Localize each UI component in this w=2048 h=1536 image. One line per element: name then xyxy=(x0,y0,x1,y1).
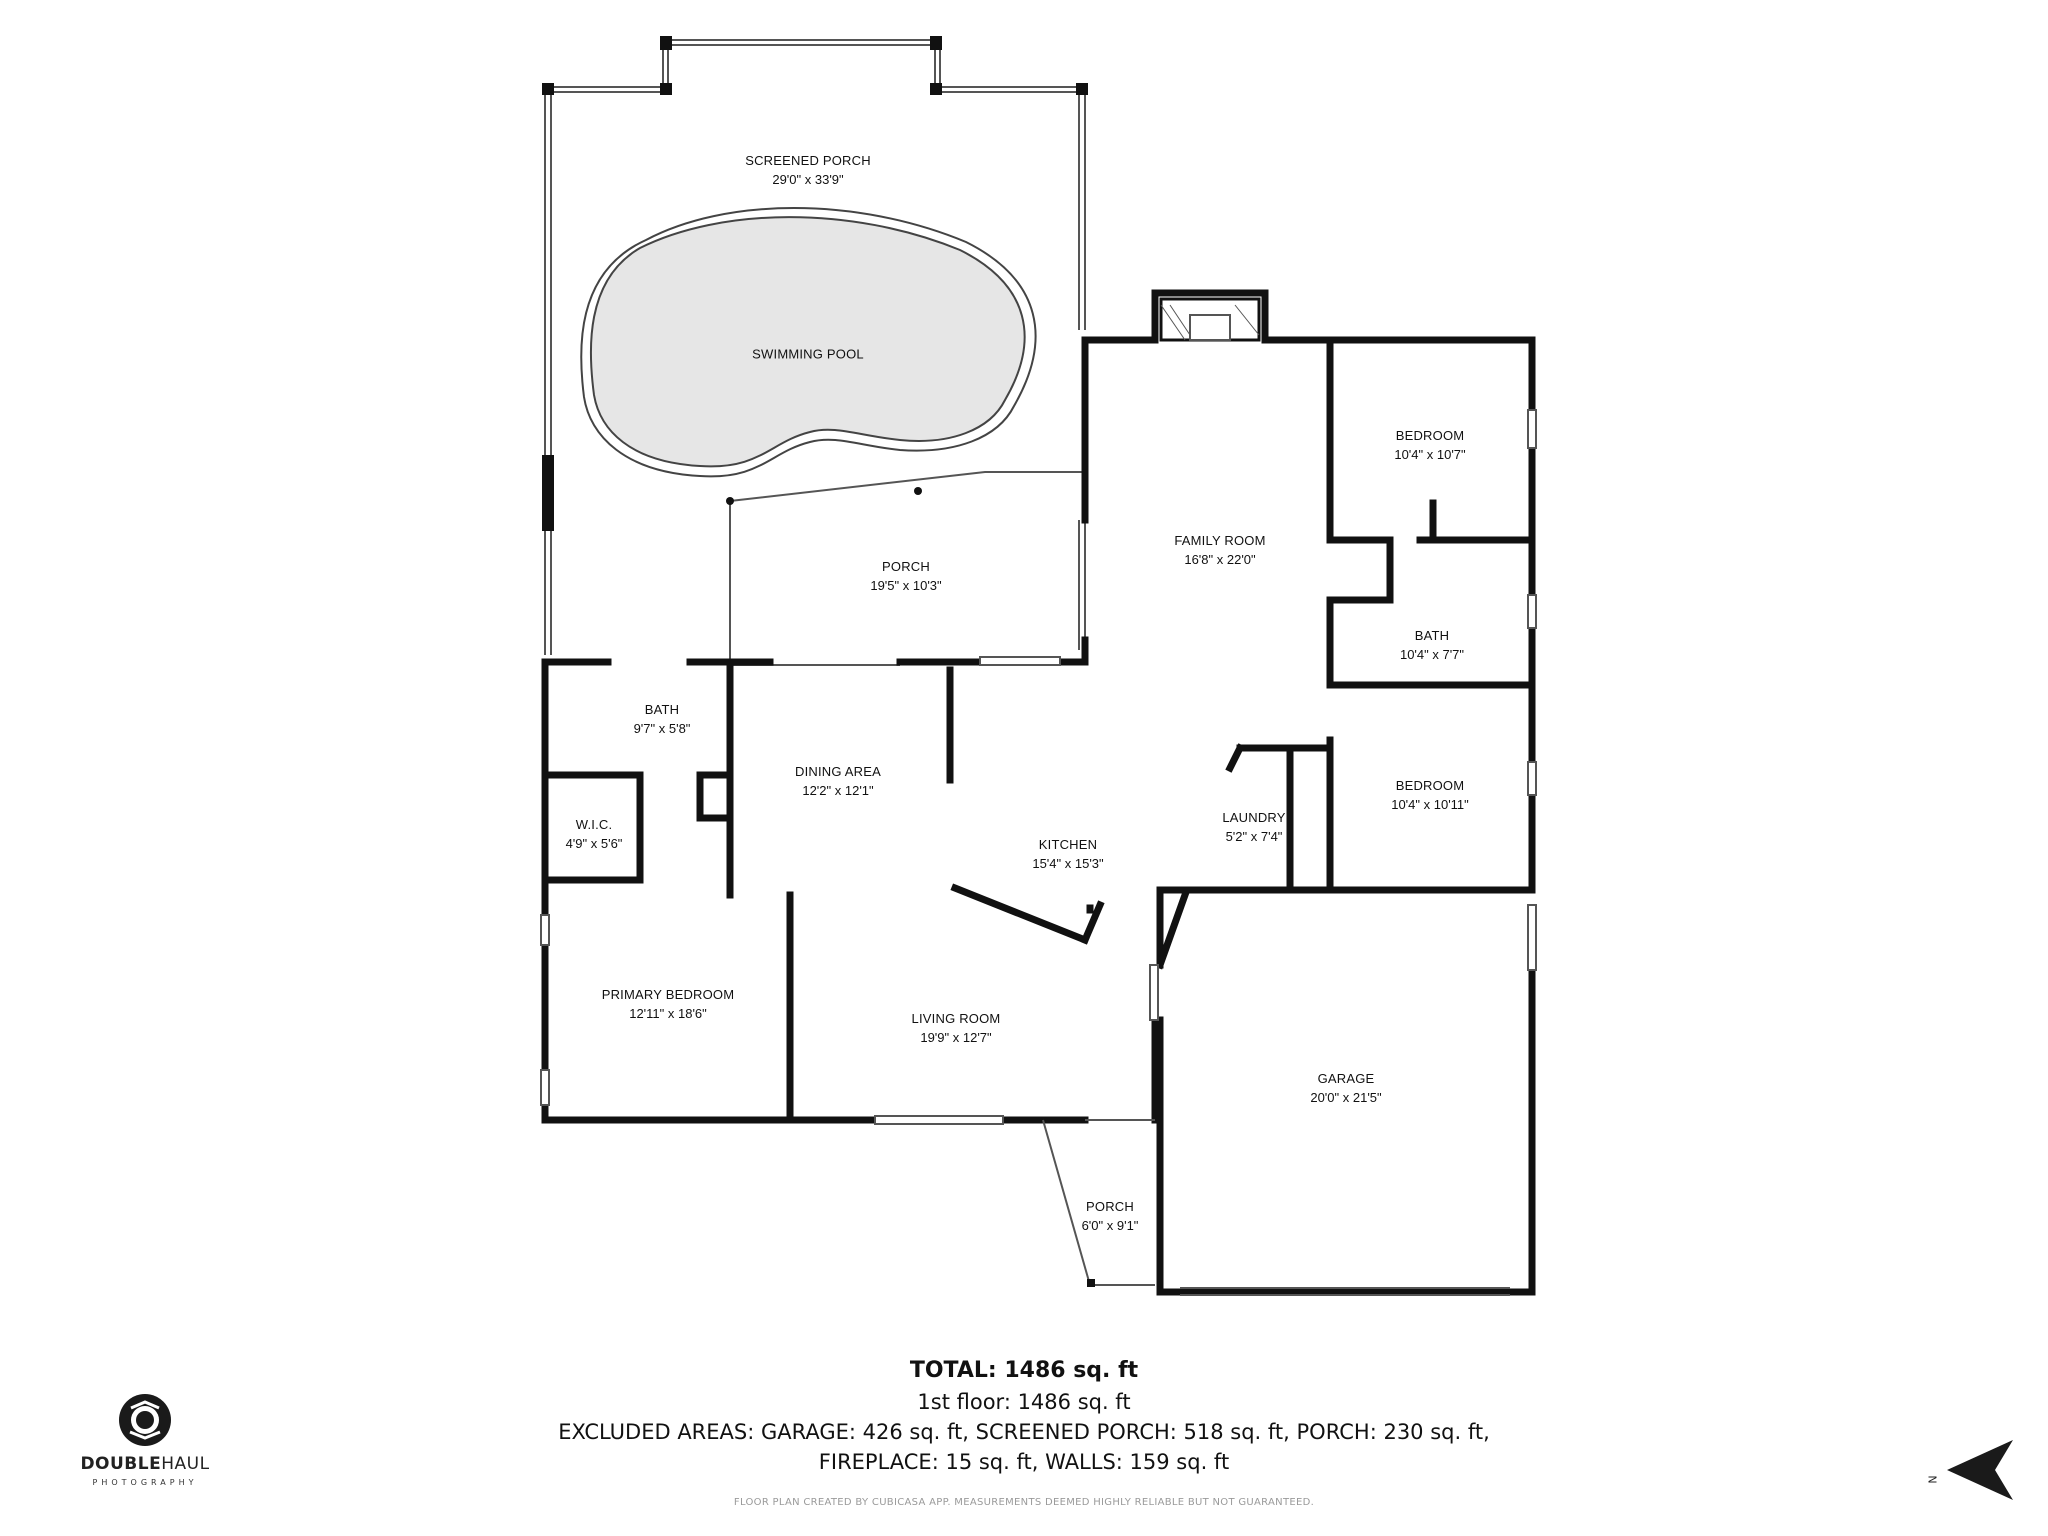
excluded-areas-line-2: FIREPLACE: 15 sq. ft, WALLS: 159 sq. ft xyxy=(818,1450,1230,1474)
room-name: W.I.C. xyxy=(575,817,613,832)
room-family-room: FAMILY ROOM 16'8" x 22'0" xyxy=(1174,531,1265,569)
fireplace xyxy=(1159,297,1261,342)
windows xyxy=(540,409,1537,1125)
room-bath-2: BATH 10'4" x 7'7" xyxy=(1400,626,1464,664)
porch-post xyxy=(1087,1279,1095,1287)
north-arrow-icon xyxy=(1947,1440,2013,1500)
room-name: PORCH xyxy=(1086,1199,1134,1214)
room-dimensions: 19'5" x 10'3" xyxy=(870,578,942,593)
room-bath-1: BATH 9'7" x 5'8" xyxy=(634,700,691,738)
room-dimensions: 29'0" x 33'9" xyxy=(772,172,844,187)
room-screened-porch: SCREENED PORCH 29'0" x 33'9" xyxy=(745,151,871,189)
total-area: TOTAL: 1486 sq. ft xyxy=(909,1358,1139,1383)
garage-door-line xyxy=(1180,1287,1510,1296)
screened-porch-posts xyxy=(542,36,1088,531)
room-dimensions: 19'9" x 12'7" xyxy=(920,1030,992,1045)
room-dimensions: 20'0" x 21'5" xyxy=(1310,1090,1382,1105)
room-name: GARAGE xyxy=(1317,1071,1375,1086)
room-name: BATH xyxy=(644,702,680,717)
room-name: PORCH xyxy=(882,559,930,574)
north-compass: N xyxy=(1925,1440,2025,1500)
room-dimensions: 6'0" x 9'1" xyxy=(1081,1218,1139,1233)
room-wic: W.I.C. 4'9" x 5'6" xyxy=(566,815,623,853)
logo-name: DOUBLEHAUL xyxy=(80,1454,210,1474)
room-name: PRIMARY BEDROOM xyxy=(601,987,735,1002)
room-name: FAMILY ROOM xyxy=(1174,533,1266,548)
porch-post xyxy=(726,497,734,505)
room-dimensions: 10'4" x 7'7" xyxy=(1399,647,1465,662)
north-label: N xyxy=(1926,1475,1940,1484)
room-name: LIVING ROOM xyxy=(911,1011,1001,1026)
room-name: DINING AREA xyxy=(795,764,881,779)
room-kitchen: KITCHEN 15'4" x 15'3" xyxy=(1032,835,1103,873)
room-name: BEDROOM xyxy=(1395,778,1465,793)
camera-shutter-icon xyxy=(119,1394,171,1446)
room-bedroom-2: BEDROOM 10'4" x 10'11" xyxy=(1391,776,1469,814)
room-garage: GARAGE 20'0" x 21'5" xyxy=(1310,1069,1381,1107)
room-dimensions: 12'11" x 18'6" xyxy=(629,1006,707,1021)
room-bedroom-1: BEDROOM 10'4" x 10'7" xyxy=(1394,426,1465,464)
room-name: SCREENED PORCH xyxy=(745,153,871,168)
disclaimer: FLOOR PLAN CREATED BY CUBICASA APP. MEAS… xyxy=(733,1497,1315,1508)
room-dimensions: 4'9" x 5'6" xyxy=(565,836,623,851)
room-name: KITCHEN xyxy=(1038,837,1098,852)
room-name: LAUNDRY xyxy=(1222,810,1286,825)
room-dimensions: 9'7" x 5'8" xyxy=(633,721,691,736)
porch-post xyxy=(914,487,922,495)
room-porch-front: PORCH 6'0" x 9'1" xyxy=(1082,1197,1139,1235)
swimming-pool-shape xyxy=(589,216,1026,468)
room-name: SWIMMING POOL xyxy=(752,346,864,362)
house-walls xyxy=(541,289,1536,1296)
swimming-pool-edge xyxy=(580,207,1037,478)
room-dimensions: 10'4" x 10'7" xyxy=(1394,447,1466,462)
room-dimensions: 16'8" x 22'0" xyxy=(1184,552,1256,567)
room-living-room: LIVING ROOM 19'9" x 12'7" xyxy=(912,1009,1001,1047)
room-dimensions: 5'2" x 7'4" xyxy=(1225,829,1283,844)
excluded-areas-line-1: EXCLUDED AREAS: GARAGE: 426 sq. ft, SCRE… xyxy=(558,1420,1490,1444)
logo-subtitle: PHOTOGRAPHY xyxy=(92,1478,198,1487)
room-name: BATH xyxy=(1414,628,1450,643)
room-dimensions: 12'2" x 12'1" xyxy=(802,783,874,798)
room-dining-area: DINING AREA 12'2" x 12'1" xyxy=(795,762,881,800)
doublehaul-logo: DOUBLEHAUL PHOTOGRAPHY xyxy=(50,1378,240,1498)
room-dimensions: 10'4" x 10'11" xyxy=(1391,797,1469,812)
room-laundry: LAUNDRY 5'2" x 7'4" xyxy=(1222,808,1285,846)
floor-area: 1st floor: 1486 sq. ft xyxy=(917,1390,1131,1414)
front-porch-outline xyxy=(1042,1119,1155,1286)
room-name: BEDROOM xyxy=(1395,428,1465,443)
room-dimensions: 15'4" x 15'3" xyxy=(1032,856,1104,871)
room-primary-bedroom: PRIMARY BEDROOM 12'11" x 18'6" xyxy=(602,985,735,1023)
room-swimming-pool: SWIMMING POOL xyxy=(752,345,864,364)
room-porch-back: PORCH 19'5" x 10'3" xyxy=(870,557,941,595)
